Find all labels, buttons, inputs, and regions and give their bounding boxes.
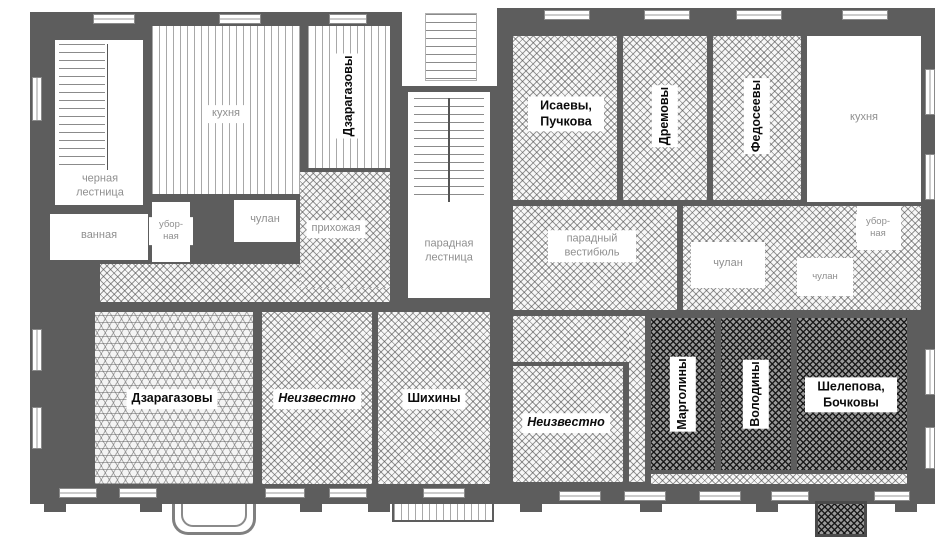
corridor-right-mid	[513, 316, 645, 362]
label-vestibule: парадный вестибюль	[548, 230, 636, 262]
entrance-steps	[426, 14, 476, 80]
window	[700, 492, 740, 500]
corridor-right-strip	[629, 316, 645, 482]
pilaster	[140, 504, 162, 512]
window	[625, 492, 665, 500]
window	[94, 15, 134, 23]
pilaster	[368, 504, 390, 512]
window	[737, 11, 781, 19]
window	[926, 428, 934, 468]
basement-entrance	[392, 502, 494, 522]
window	[220, 15, 260, 23]
label-dzaragazovy-bottom: Дзарагазовы	[126, 389, 218, 409]
label-bathroom: ванная	[75, 227, 123, 245]
label-closet-right-1: чулан	[708, 255, 748, 273]
label-main-staircase: парадная лестница	[410, 235, 488, 267]
window	[645, 11, 689, 19]
room-main-staircase	[408, 92, 490, 298]
label-lavatory-left: убор-ная	[149, 217, 193, 245]
window	[330, 15, 366, 23]
window	[560, 492, 600, 500]
label-closet-hall: чулан	[245, 211, 285, 229]
entrance-porch	[172, 504, 256, 535]
window	[120, 489, 156, 497]
label-volodiny: Володины	[743, 359, 769, 429]
pilaster	[640, 504, 662, 512]
window	[33, 330, 41, 370]
window	[330, 489, 366, 497]
entrance-porch-inner	[181, 504, 247, 527]
window	[926, 350, 934, 394]
label-hallway: прихожая	[306, 220, 366, 238]
label-fedoseevy: Федосеевы	[744, 77, 770, 155]
window	[545, 11, 589, 19]
label-isaevy-puchkova: Исаевы, Пучкова	[528, 96, 604, 132]
pilaster	[756, 504, 778, 512]
stair-divider	[107, 44, 108, 170]
label-kitchen-right: кухня	[845, 109, 883, 127]
stair-divider	[448, 98, 450, 202]
window	[926, 155, 934, 199]
label-unknown-right: Неизвестно	[522, 413, 610, 433]
rear-annex	[815, 501, 867, 537]
window	[424, 489, 464, 497]
label-shikhiny: Шихины	[402, 389, 466, 409]
label-shelepova-bochkovy: Шелепова, Бочковы	[805, 377, 897, 413]
label-closet-right-2: чулан	[807, 269, 843, 285]
pilaster	[520, 504, 542, 512]
label-kitchen-left: кухня	[207, 105, 245, 123]
window	[926, 70, 934, 114]
label-margoliny: Марголины	[670, 356, 696, 432]
corridor-right-bottom	[651, 474, 907, 484]
window	[33, 408, 41, 448]
window	[772, 492, 808, 500]
label-back-staircase: черная лестница	[65, 170, 135, 202]
pilaster	[895, 504, 917, 512]
label-dzaragazovy-top: Дзарагазовы	[336, 53, 362, 139]
pilaster	[300, 504, 322, 512]
label-dremovy: Дремовы	[652, 84, 678, 148]
label-unknown-left: Неизвестно	[273, 389, 361, 409]
window	[843, 11, 887, 19]
pilaster	[44, 504, 66, 512]
window	[266, 489, 304, 497]
stair-treads	[59, 44, 105, 170]
label-lavatory-right: убор-ная	[856, 214, 900, 242]
window	[33, 78, 41, 120]
window	[875, 492, 909, 500]
window	[60, 489, 96, 497]
